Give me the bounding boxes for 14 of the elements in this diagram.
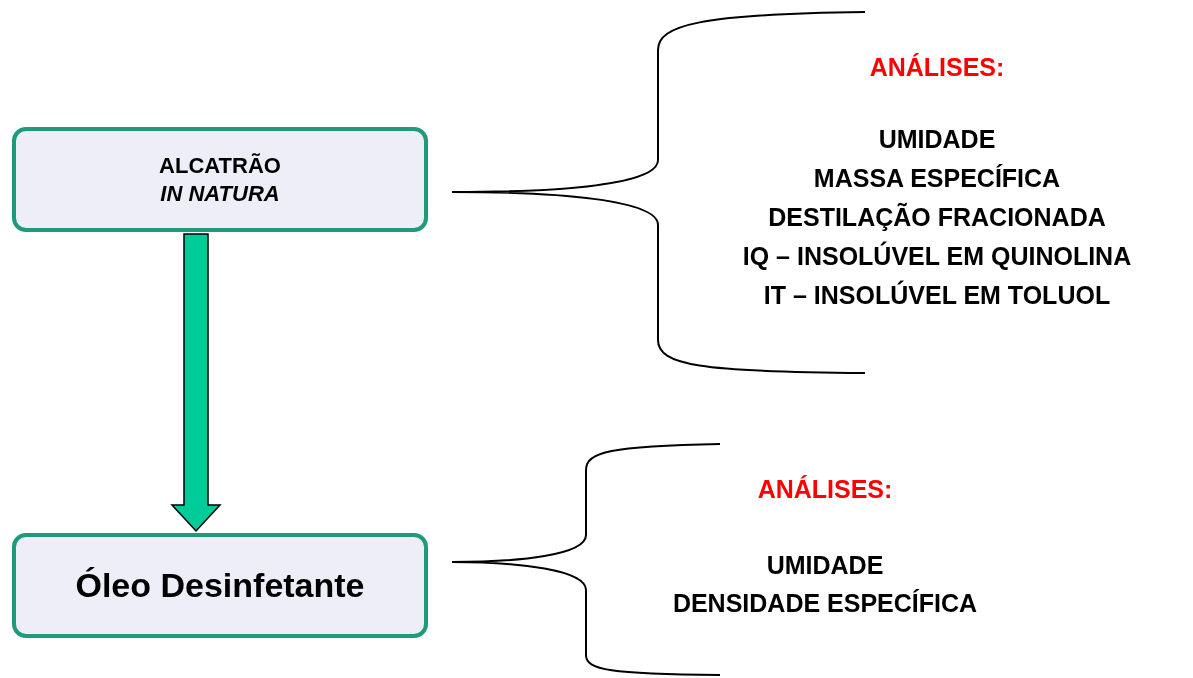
box-label: ALCATRÃO IN NATURA (158, 152, 282, 207)
analysis-item: DENSIDADE ESPECÍFICA (672, 588, 978, 619)
block-arrow (170, 233, 222, 533)
analysis-item: DESTILAÇÃO FRACIONADA (768, 201, 1106, 233)
process-box (12, 127, 428, 232)
analysis-item: IQ – INSOLÚVEL EM QUINOLINA (742, 240, 1132, 272)
analysis-item: UMIDADE (766, 550, 884, 581)
analysis-item: IT – INSOLÚVEL EM TOLUOL (763, 279, 1111, 311)
analysis-item: UMIDADE (878, 124, 996, 155)
analysis-item: MASSA ESPECÍFICA (813, 163, 1061, 194)
section-heading: ANÁLISES: (757, 474, 893, 505)
process-box (12, 533, 428, 638)
section-heading: ANÁLISES: (869, 52, 1005, 83)
box-label: Óleo Desinfetante (75, 565, 365, 607)
